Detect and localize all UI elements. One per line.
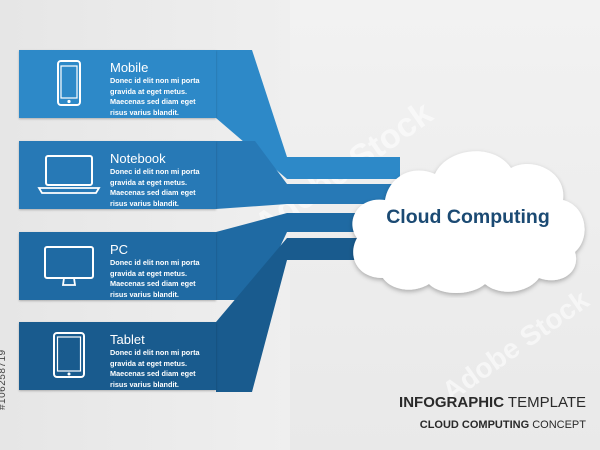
desc-line: risus varius blandit. <box>110 379 179 389</box>
card-title: Mobile <box>110 60 149 75</box>
smartphone-icon <box>57 60 81 106</box>
card-description: Donec id elit non mi porta gravida at eg… <box>110 167 214 209</box>
card-tablet: Tablet Donec id elit non mi porta gravid… <box>19 322 216 390</box>
cloud-label: Cloud Computing <box>386 206 550 228</box>
desc-line: Maecenas sed diam eget <box>110 279 196 288</box>
desc-line: gravida at eget metus. <box>110 177 188 187</box>
desc-line: Maecenas sed diam eget <box>110 97 196 106</box>
footer-heading-rest: TEMPLATE <box>504 394 586 411</box>
footer-subheading-bold: CLOUD COMPUTING <box>419 419 530 431</box>
cloud-icon <box>352 151 585 293</box>
connector-band-notebook <box>216 141 400 209</box>
desc-line: gravida at eget metus. <box>110 86 188 96</box>
card-description: Donec id elit non mi porta gravida at eg… <box>110 76 214 118</box>
cloud-shape: Cloud Computing <box>343 138 593 298</box>
footer-subheading: CLOUD COMPUTING CONCEPT <box>420 419 586 431</box>
card-title: Notebook <box>110 151 166 166</box>
footer-heading-bold: INFOGRAPHIC <box>399 394 505 411</box>
card-notebook: Notebook Donec id elit non mi porta grav… <box>19 141 216 209</box>
card-pc: PC Donec id elit non mi porta gravida at… <box>19 232 216 300</box>
desc-line: Maecenas sed diam eget <box>110 369 196 378</box>
card-title: PC <box>110 242 129 257</box>
desc-line: Donec id elit non mi porta <box>110 76 200 85</box>
desktop-monitor-icon <box>44 246 94 286</box>
desc-line: risus varius blandit. <box>110 289 179 299</box>
connector-band-mobile <box>216 50 400 179</box>
footer-heading: INFOGRAPHIC TEMPLATE <box>399 394 586 411</box>
card-title: Tablet <box>110 332 145 347</box>
desc-line: gravida at eget metus. <box>110 358 188 368</box>
card-mobile: Mobile Donec id elit non mi porta gravid… <box>19 50 216 118</box>
laptop-icon <box>37 155 101 194</box>
stock-id: #106258719 <box>0 349 13 410</box>
card-description: Donec id elit non mi porta gravida at eg… <box>110 258 214 300</box>
desc-line: Donec id elit non mi porta <box>110 348 200 357</box>
tablet-icon <box>53 332 85 378</box>
card-description: Donec id elit non mi porta gravida at eg… <box>110 348 214 390</box>
desc-line: risus varius blandit. <box>110 198 179 208</box>
footer-subheading-rest: CONCEPT <box>529 419 586 431</box>
desc-line: gravida at eget metus. <box>110 268 188 278</box>
desc-line: risus varius blandit. <box>110 107 179 117</box>
desc-line: Donec id elit non mi porta <box>110 258 200 267</box>
connector-band-tablet <box>216 238 400 392</box>
desc-line: Donec id elit non mi porta <box>110 167 200 176</box>
desc-line: Maecenas sed diam eget <box>110 188 196 197</box>
